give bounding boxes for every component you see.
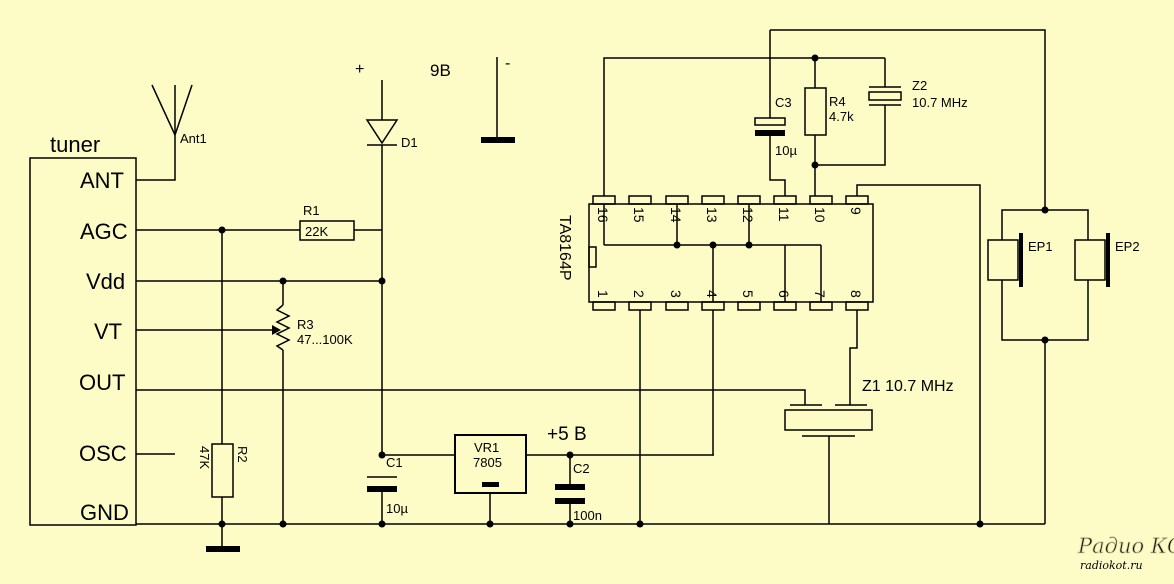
port-osc: OSC bbox=[79, 441, 127, 466]
pin-5: 5 bbox=[740, 290, 756, 298]
c2-capacitor: C2 100n bbox=[555, 455, 602, 524]
c3-name: C3 bbox=[775, 95, 792, 110]
battery-minus: - bbox=[481, 55, 515, 143]
port-out: OUT bbox=[79, 370, 125, 395]
pin-14: 14 bbox=[668, 207, 684, 223]
r2-name: R2 bbox=[235, 446, 250, 463]
port-ant: ANT bbox=[80, 168, 124, 193]
pin-9: 9 bbox=[848, 207, 864, 215]
pin-11: 11 bbox=[776, 207, 792, 222]
r1-value: 22K bbox=[305, 224, 328, 239]
watermark: Радио КОТ radiokot.ru bbox=[1077, 534, 1174, 572]
supply-voltage: 9В bbox=[430, 61, 451, 80]
r2-resistor: R2 47K bbox=[197, 230, 250, 524]
port-vt: VT bbox=[94, 319, 122, 344]
c1-capacitor: C1 10µ bbox=[367, 455, 408, 524]
pin-7: 7 bbox=[812, 290, 828, 298]
supply-plus: + bbox=[355, 61, 364, 78]
r4-name: R4 bbox=[829, 94, 846, 109]
watermark-url: radiokot.ru bbox=[1080, 559, 1143, 572]
vr1-regulator: VR1 7805 bbox=[382, 434, 714, 524]
r3-name: R3 bbox=[297, 317, 314, 332]
r3-potentiometer: R3 47...100K bbox=[136, 280, 382, 524]
ic-ta8164p: TA8164P 16 15 14 13 12 11 bbox=[556, 195, 874, 311]
pin-8: 8 bbox=[848, 290, 864, 298]
c1-name: C1 bbox=[386, 455, 403, 470]
pin-2: 2 bbox=[631, 290, 647, 298]
z1-filter: Z1 10.7 MHz bbox=[784, 310, 954, 524]
c2-name: C2 bbox=[573, 461, 590, 476]
pin-1: 1 bbox=[595, 290, 611, 298]
r2-value: 47K bbox=[197, 446, 212, 469]
pin-15: 15 bbox=[631, 207, 647, 223]
vr1-name: VR1 bbox=[474, 440, 499, 455]
c3-value: 10µ bbox=[775, 143, 797, 158]
ground-bus bbox=[136, 523, 1045, 552]
tuner-block: tuner ANT AGC Vdd VT OUT OSC GND bbox=[29, 132, 137, 526]
rail-5v-label: +5 В bbox=[547, 424, 587, 445]
pin-13: 13 bbox=[704, 207, 720, 223]
z2-value: 10.7 MHz bbox=[912, 95, 968, 110]
z2-filter: Z2 10.7 MHz bbox=[815, 58, 968, 166]
tuner-title: tuner bbox=[50, 132, 100, 157]
vr1-value: 7805 bbox=[473, 455, 502, 470]
watermark-title: Радио КОТ bbox=[1077, 534, 1174, 558]
r4-resistor: R4 4.7k bbox=[804, 58, 854, 196]
ep1-label: EP1 bbox=[1028, 239, 1053, 254]
junction-dots bbox=[218, 54, 1049, 528]
supply-minus: - bbox=[505, 55, 510, 72]
port-vdd: Vdd bbox=[86, 269, 125, 294]
port-gnd: GND bbox=[80, 500, 129, 525]
ep1-earphone: EP1 bbox=[987, 233, 1053, 287]
pin-16: 16 bbox=[595, 207, 611, 223]
z2-name: Z2 bbox=[912, 78, 927, 93]
antenna-symbol: Ant1 bbox=[136, 84, 207, 181]
ep2-earphone: EP2 bbox=[1074, 233, 1140, 287]
r1-name: R1 bbox=[303, 203, 320, 218]
ic-label: TA8164P bbox=[556, 215, 573, 281]
r3-value: 47...100K bbox=[297, 332, 353, 347]
c3-capacitor: C3 10µ bbox=[754, 29, 1046, 210]
pin-12: 12 bbox=[740, 207, 756, 223]
r4-value: 4.7k bbox=[829, 109, 854, 124]
r1-resistor: R1 22K bbox=[136, 203, 382, 241]
c1-value: 10µ bbox=[386, 501, 408, 516]
ep2-label: EP2 bbox=[1115, 239, 1140, 254]
pin-6: 6 bbox=[776, 290, 792, 298]
pin-3: 3 bbox=[668, 290, 684, 298]
z1-label: Z1 10.7 MHz bbox=[862, 378, 954, 395]
d1-label: D1 bbox=[401, 135, 418, 150]
d1-diode: + D1 bbox=[355, 61, 418, 455]
port-agc: AGC bbox=[80, 219, 128, 244]
pin-4: 4 bbox=[704, 290, 720, 298]
pin-10: 10 bbox=[812, 207, 828, 223]
c2-value: 100n bbox=[573, 508, 602, 523]
antenna-label: Ant1 bbox=[180, 131, 207, 146]
